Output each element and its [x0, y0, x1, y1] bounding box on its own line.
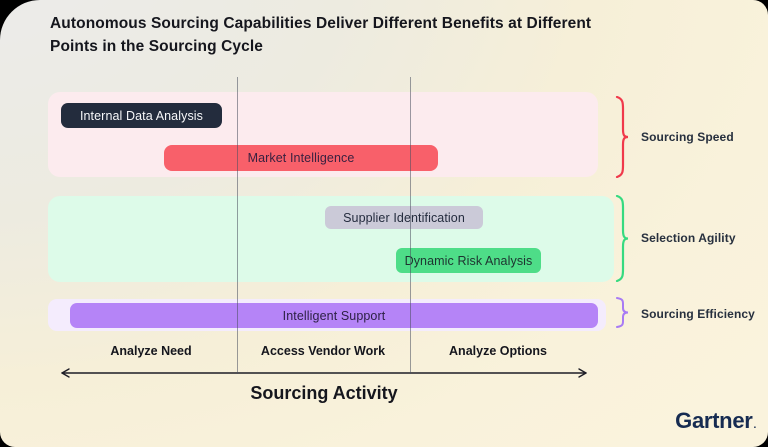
phase-label-analyze-options: Analyze Options — [449, 344, 547, 358]
brace-selection-agility-icon — [615, 195, 629, 282]
capability-label: Supplier Identification — [343, 210, 465, 225]
gartner-logo: Gartner . — [675, 408, 756, 434]
capability-dynamic-risk-analysis: Dynamic Risk Analysis — [396, 248, 541, 273]
capability-internal-data-analysis: Internal Data Analysis — [61, 103, 222, 128]
brace-sourcing-efficiency-icon — [616, 297, 629, 328]
capability-market-intelligence: Market Intelligence — [164, 145, 438, 171]
brace-path — [616, 297, 629, 328]
benefit-label-sourcing-efficiency: Sourcing Efficiency — [641, 307, 755, 321]
capability-label: Intelligent Support — [282, 308, 386, 323]
capability-label: Internal Data Analysis — [79, 108, 204, 123]
phase-label-analyze-need: Analyze Need — [110, 344, 192, 358]
gartner-logo-mark: . — [753, 420, 757, 431]
benefit-label-selection-agility: Selection Agility — [641, 231, 736, 245]
brace-path — [615, 96, 629, 178]
phase-divider-line-2 — [410, 77, 411, 374]
capability-label: Dynamic Risk Analysis — [404, 253, 533, 268]
capability-supplier-identification: Supplier Identification — [325, 206, 483, 229]
benefit-label-sourcing-speed: Sourcing Speed — [641, 130, 734, 144]
capability-intelligent-support: Intelligent Support — [70, 303, 598, 328]
phase-label-access-vendor-work: Access Vendor Work — [260, 344, 386, 358]
phase-divider-line-1 — [237, 77, 238, 374]
x-axis-title: Sourcing Activity — [250, 383, 398, 403]
page-title: Autonomous Sourcing Capabilities Deliver… — [50, 15, 592, 55]
x-axis-arrow-icon — [61, 368, 587, 378]
gartner-logo-text: Gartner — [675, 408, 753, 433]
brace-sourcing-speed-icon — [615, 96, 629, 178]
capability-label: Market Intelligence — [247, 151, 355, 165]
brace-path — [615, 195, 629, 282]
x-axis-arrow-group — [61, 368, 587, 378]
